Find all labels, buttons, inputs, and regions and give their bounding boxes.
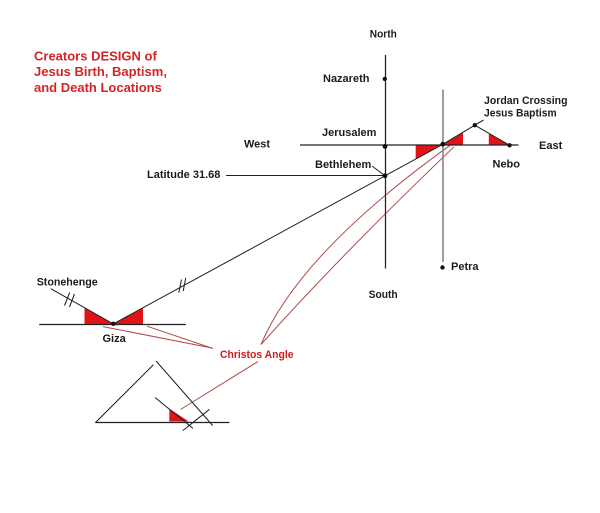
svg-text:Latitude 31.68: Latitude 31.68 — [147, 169, 220, 181]
svg-text:East: East — [539, 140, 563, 152]
svg-text:and Death Locations: and Death Locations — [34, 80, 162, 95]
svg-text:North: North — [370, 28, 397, 40]
svg-text:Petra: Petra — [451, 261, 479, 273]
svg-text:Nazareth: Nazareth — [323, 73, 370, 85]
svg-text:South: South — [369, 289, 398, 301]
svg-text:West: West — [244, 138, 270, 150]
svg-text:Nebo: Nebo — [493, 158, 521, 170]
svg-text:Stonehenge: Stonehenge — [37, 277, 98, 289]
svg-text:Jesus Baptism: Jesus Baptism — [484, 108, 557, 120]
svg-text:Bethlehem: Bethlehem — [315, 159, 371, 171]
svg-text:Jerusalem: Jerusalem — [322, 127, 377, 139]
svg-text:Jordan Crossing: Jordan Crossing — [484, 95, 568, 107]
svg-text:Christos Angle: Christos Angle — [220, 349, 294, 361]
svg-text:Creators DESIGN of: Creators DESIGN of — [34, 48, 157, 63]
svg-text:Giza: Giza — [103, 333, 127, 345]
svg-text:Jesus Birth, Baptism,: Jesus Birth, Baptism, — [34, 64, 167, 79]
